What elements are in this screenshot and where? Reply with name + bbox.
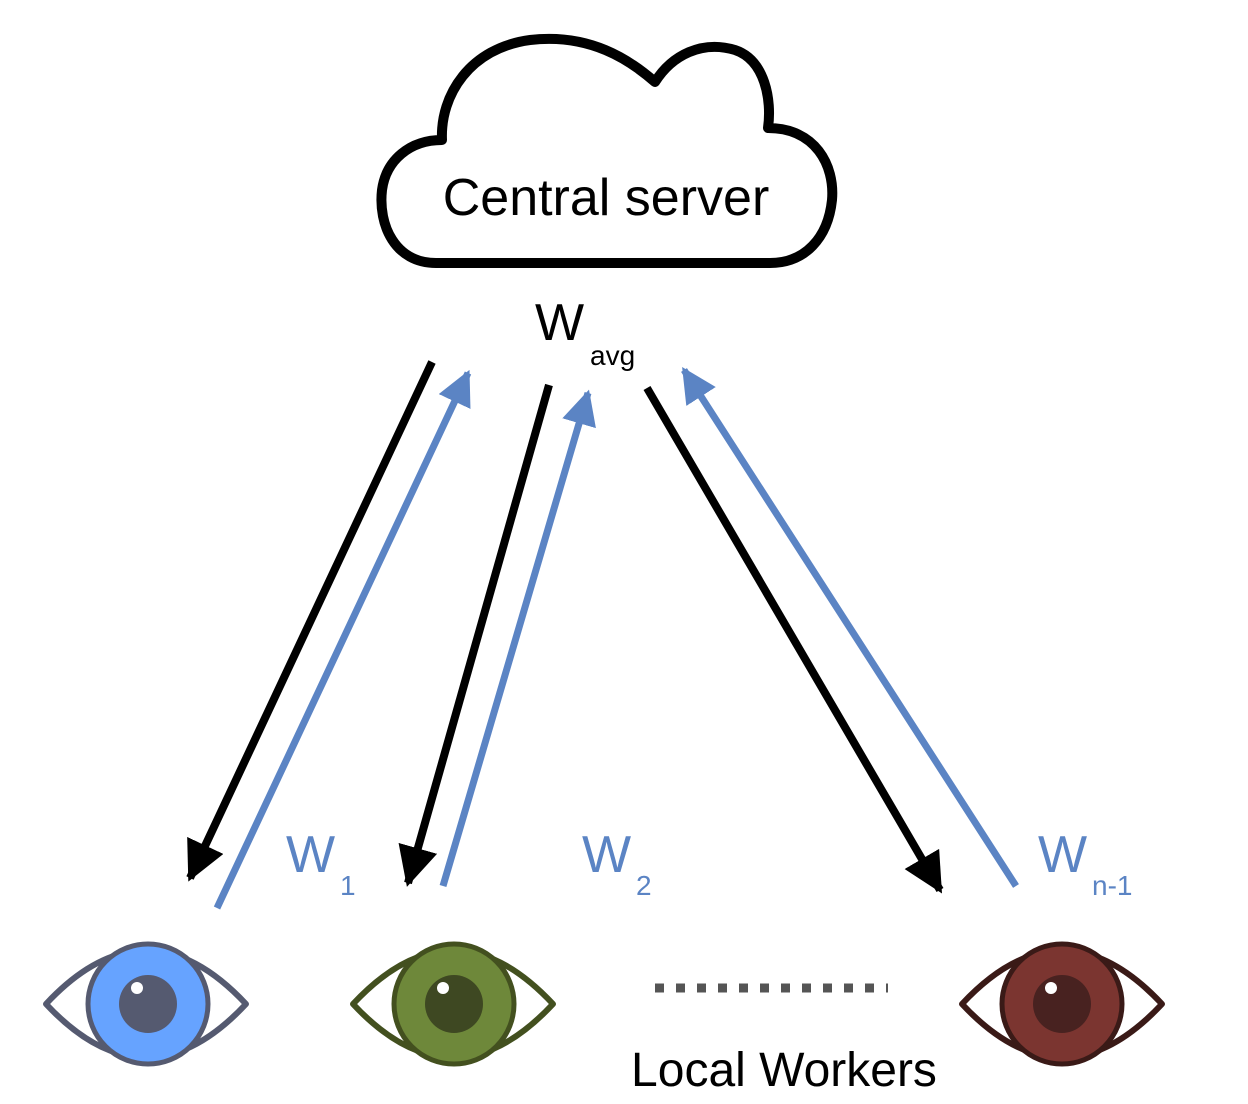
download-arrow-n xyxy=(643,385,944,894)
aggregate-weight-subscript: avg xyxy=(590,340,635,371)
eye-highlight-1 xyxy=(131,982,143,994)
local-weight-n-subscript: n-1 xyxy=(1092,870,1132,901)
local-weight-label-2: W 2 xyxy=(582,826,652,901)
eye-icon-worker-1 xyxy=(43,941,249,1067)
local-workers-label: Local Workers xyxy=(631,1044,937,1097)
local-weight-1-symbol: W xyxy=(286,826,335,884)
arrows xyxy=(186,360,1019,910)
local-weight-label-n: W n-1 xyxy=(1038,826,1132,901)
aggregate-weight-label: W avg xyxy=(535,294,635,371)
download-arrow-1 xyxy=(186,360,436,882)
local-weight-label-1: W 1 xyxy=(286,826,356,901)
pupil-1 xyxy=(119,975,177,1033)
eye-highlight-n xyxy=(1045,982,1057,994)
cloud-icon: Central server xyxy=(376,33,838,268)
upload-arrow-n xyxy=(681,367,1019,888)
local-weight-1-subscript: 1 xyxy=(340,870,356,901)
local-weight-2-subscript: 2 xyxy=(636,870,652,901)
pupil-n xyxy=(1033,975,1091,1033)
cloud-shape xyxy=(376,33,838,268)
server-label: Central server xyxy=(443,169,770,227)
local-weight-2-symbol: W xyxy=(582,826,631,884)
aggregate-weight-symbol: W xyxy=(535,294,584,352)
pupil-2 xyxy=(425,975,483,1033)
download-arrow-2 xyxy=(398,383,553,887)
eye-icon-worker-2 xyxy=(350,941,556,1067)
upload-arrow-2 xyxy=(439,389,596,887)
eye-highlight-2 xyxy=(437,982,449,994)
eye-icon-worker-n xyxy=(959,941,1165,1067)
local-weight-n-symbol: W xyxy=(1038,826,1087,884)
upload-arrow-1 xyxy=(213,369,472,910)
